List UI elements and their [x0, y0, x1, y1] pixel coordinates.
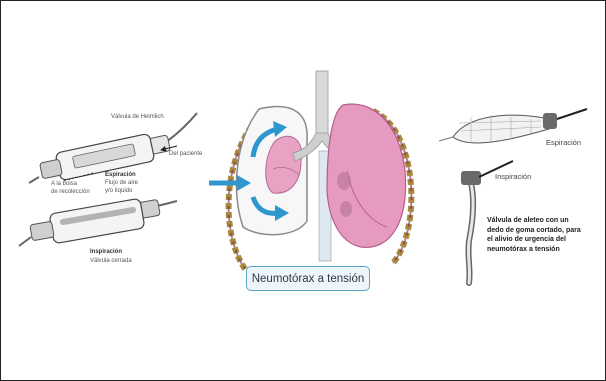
heimlich-valve-closed: [19, 198, 177, 246]
flutter-inspiration-label: Inspiración: [495, 172, 531, 181]
inspiration-detail: Válvula cerrada: [90, 258, 132, 264]
expiration-detail-1: Flujo de aire: [105, 180, 138, 186]
inspiration-heading: Inspiración: [90, 249, 122, 255]
to-bag-label-2: de recolección: [51, 189, 90, 195]
expiration-detail-2: y/o líquido: [105, 188, 132, 194]
to-bag-label-1: A la bolsa: [51, 181, 77, 187]
heimlich-valve-title: Válvula de Heimlich: [111, 114, 164, 120]
from-patient-label: Del paciente: [169, 151, 202, 157]
thorax-diagram: [209, 71, 411, 269]
expiration-heading: Espiración: [105, 172, 136, 178]
flutter-expiration-label: Espiración: [546, 138, 581, 147]
flutter-valve-note: Válvula de aleteo con un dedo de goma co…: [487, 216, 587, 254]
diagram-caption: Neumotórax a tensión: [246, 266, 370, 291]
